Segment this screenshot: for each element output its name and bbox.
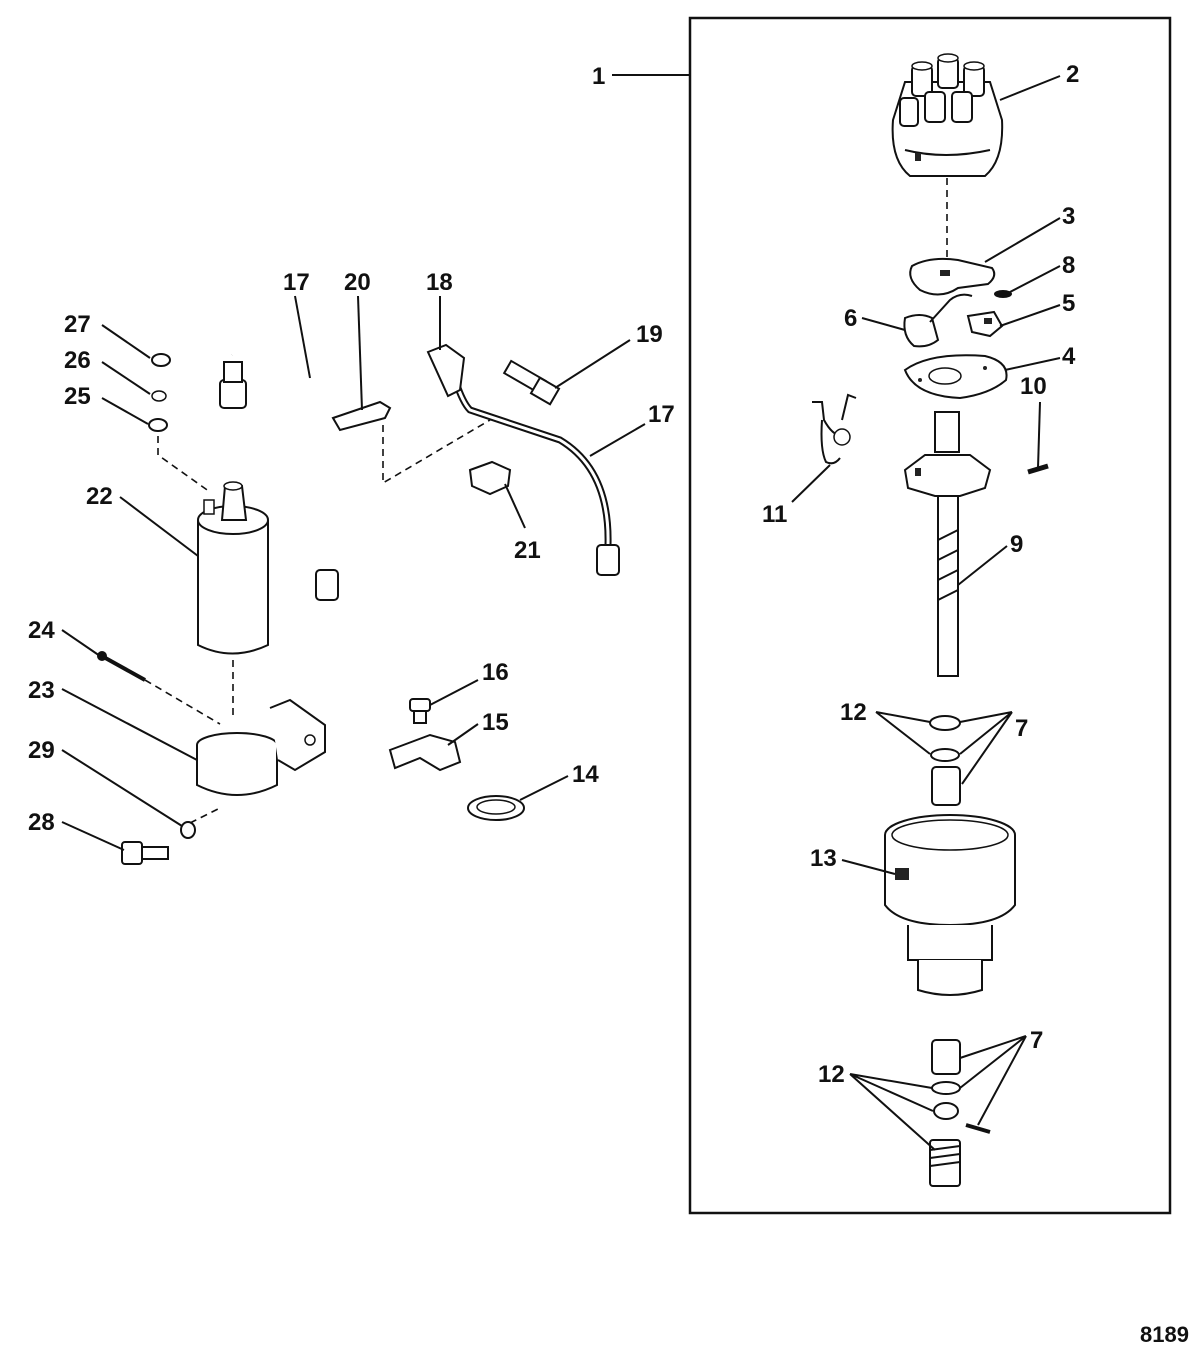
washer-upper-b xyxy=(930,748,960,762)
leader-lines xyxy=(61,74,1061,1151)
rotor xyxy=(909,257,996,296)
ignition-coil xyxy=(197,481,269,655)
flat-washer xyxy=(148,418,168,432)
washer-lower-a xyxy=(931,1081,961,1095)
callout-19: 19 xyxy=(636,321,663,348)
bushing-upper xyxy=(931,766,961,806)
bracket-washer xyxy=(180,821,196,839)
callout-9: 9 xyxy=(1010,531,1023,558)
callout-5: 5 xyxy=(1062,290,1075,317)
callout-25: 25 xyxy=(64,383,91,410)
wire-clip xyxy=(331,400,392,432)
callout-11: 11 xyxy=(762,501,787,528)
callout-17-left: 17 xyxy=(283,269,310,296)
callout-18: 18 xyxy=(426,269,453,296)
figure-number: 8189 xyxy=(1140,1322,1189,1347)
callout-22: 22 xyxy=(86,483,113,510)
washer-lower-b xyxy=(933,1102,959,1120)
callout-12-upper: 12 xyxy=(840,699,867,726)
distributor-assembly-frame xyxy=(688,16,1172,1215)
callout-2: 2 xyxy=(1066,61,1079,88)
callout-6: 6 xyxy=(844,305,857,332)
distributor-housing xyxy=(884,814,1016,996)
breaker-points xyxy=(966,310,1004,338)
callout-23: 23 xyxy=(28,677,55,704)
breaker-plate xyxy=(903,354,1008,400)
callout-13: 13 xyxy=(810,845,837,872)
callout-10: 10 xyxy=(1020,373,1047,400)
mounting-bolt xyxy=(121,841,169,865)
bushing-lower xyxy=(931,1039,961,1075)
spark-plug xyxy=(502,359,561,406)
primary-lead-clip xyxy=(812,393,857,465)
callout-26: 26 xyxy=(64,347,91,374)
condenser xyxy=(903,293,973,348)
coil-high-tension-lead xyxy=(219,344,339,601)
spark-plug-lead xyxy=(426,343,620,576)
callout-29: 29 xyxy=(28,737,55,764)
callout-8: 8 xyxy=(1062,252,1075,279)
callout-17-right: 17 xyxy=(648,401,675,428)
callout-16: 16 xyxy=(482,659,509,686)
callout-labels: 1 2 3 4 5 6 7 7 8 9 10 11 12 12 13 14 15… xyxy=(28,61,1079,1088)
callout-7-upper: 7 xyxy=(1015,715,1028,742)
retaining-clip xyxy=(468,460,512,496)
callout-20: 20 xyxy=(344,269,371,296)
spring-pin xyxy=(1027,463,1049,475)
bracket-screw xyxy=(97,651,146,682)
drive-gear xyxy=(929,1139,961,1187)
callout-27: 27 xyxy=(64,311,91,338)
callout-14: 14 xyxy=(572,761,599,788)
hold-down-clamp xyxy=(388,733,462,772)
washer-upper-a xyxy=(929,715,961,731)
distributor-shaft xyxy=(903,411,992,677)
callout-21: 21 xyxy=(514,537,541,564)
callout-12-lower: 12 xyxy=(818,1061,845,1088)
callout-7-lower: 7 xyxy=(1030,1027,1043,1054)
lock-washer xyxy=(151,390,167,402)
callout-24: 24 xyxy=(28,617,55,644)
distributor-gasket xyxy=(467,795,525,821)
callout-4: 4 xyxy=(1062,343,1076,370)
distributor-cap xyxy=(891,53,1004,177)
gear-roll-pin xyxy=(965,1123,991,1134)
coil-bracket xyxy=(196,698,326,796)
callout-1: 1 xyxy=(592,63,605,90)
washer-small xyxy=(994,290,1012,298)
callout-28: 28 xyxy=(28,809,55,836)
terminal-nut xyxy=(151,353,171,367)
clamp-screw xyxy=(409,698,431,724)
callout-15: 15 xyxy=(482,709,509,736)
callout-3: 3 xyxy=(1062,203,1075,230)
